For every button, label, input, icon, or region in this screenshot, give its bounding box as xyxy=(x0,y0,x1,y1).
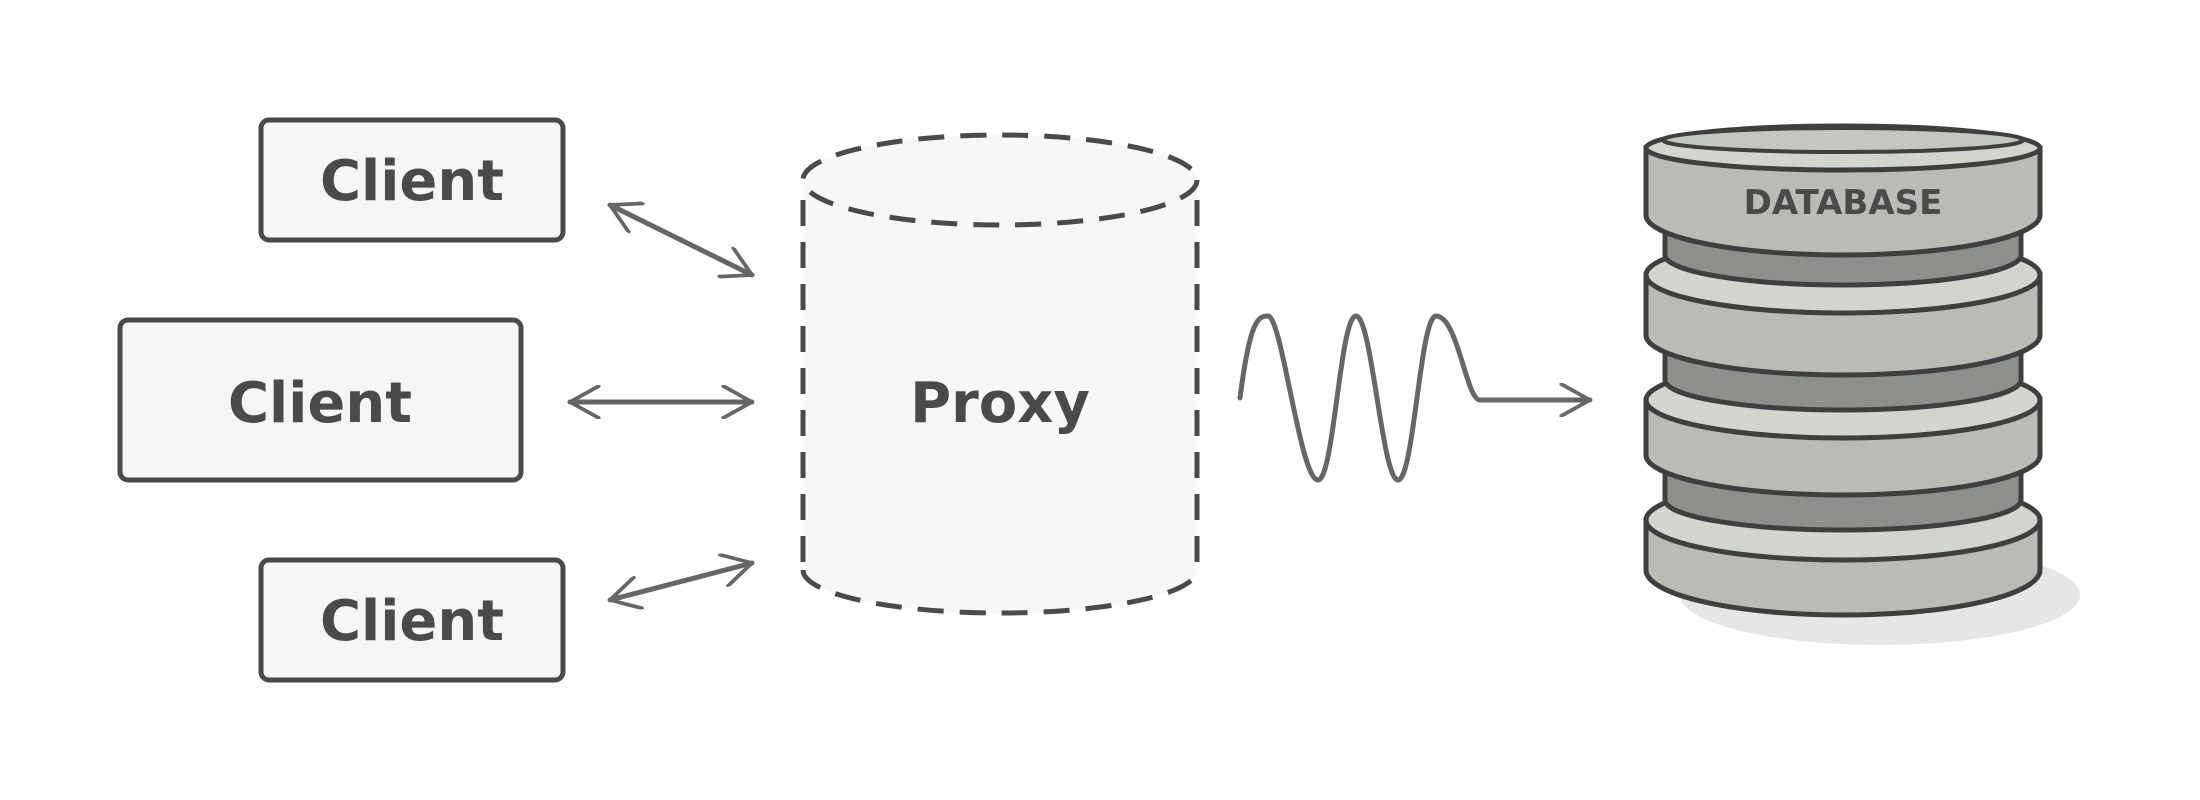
bidirectional-arrow-top xyxy=(607,205,755,275)
client-box-top: Client xyxy=(258,117,566,243)
database-label: DATABASE xyxy=(1744,183,1943,223)
client-label: Client xyxy=(320,589,504,654)
proxy-cylinder: Proxy xyxy=(800,132,1200,616)
client-box-bottom: Client xyxy=(258,557,566,683)
database-stack: DATABASE xyxy=(1643,123,2080,645)
client-label: Client xyxy=(320,149,504,214)
signal-wave xyxy=(1237,313,1593,483)
client-label: Client xyxy=(228,371,412,436)
proxy-label: Proxy xyxy=(910,371,1090,436)
bidirectional-arrow-bottom xyxy=(607,563,755,600)
client-box-middle: Client xyxy=(117,317,524,483)
